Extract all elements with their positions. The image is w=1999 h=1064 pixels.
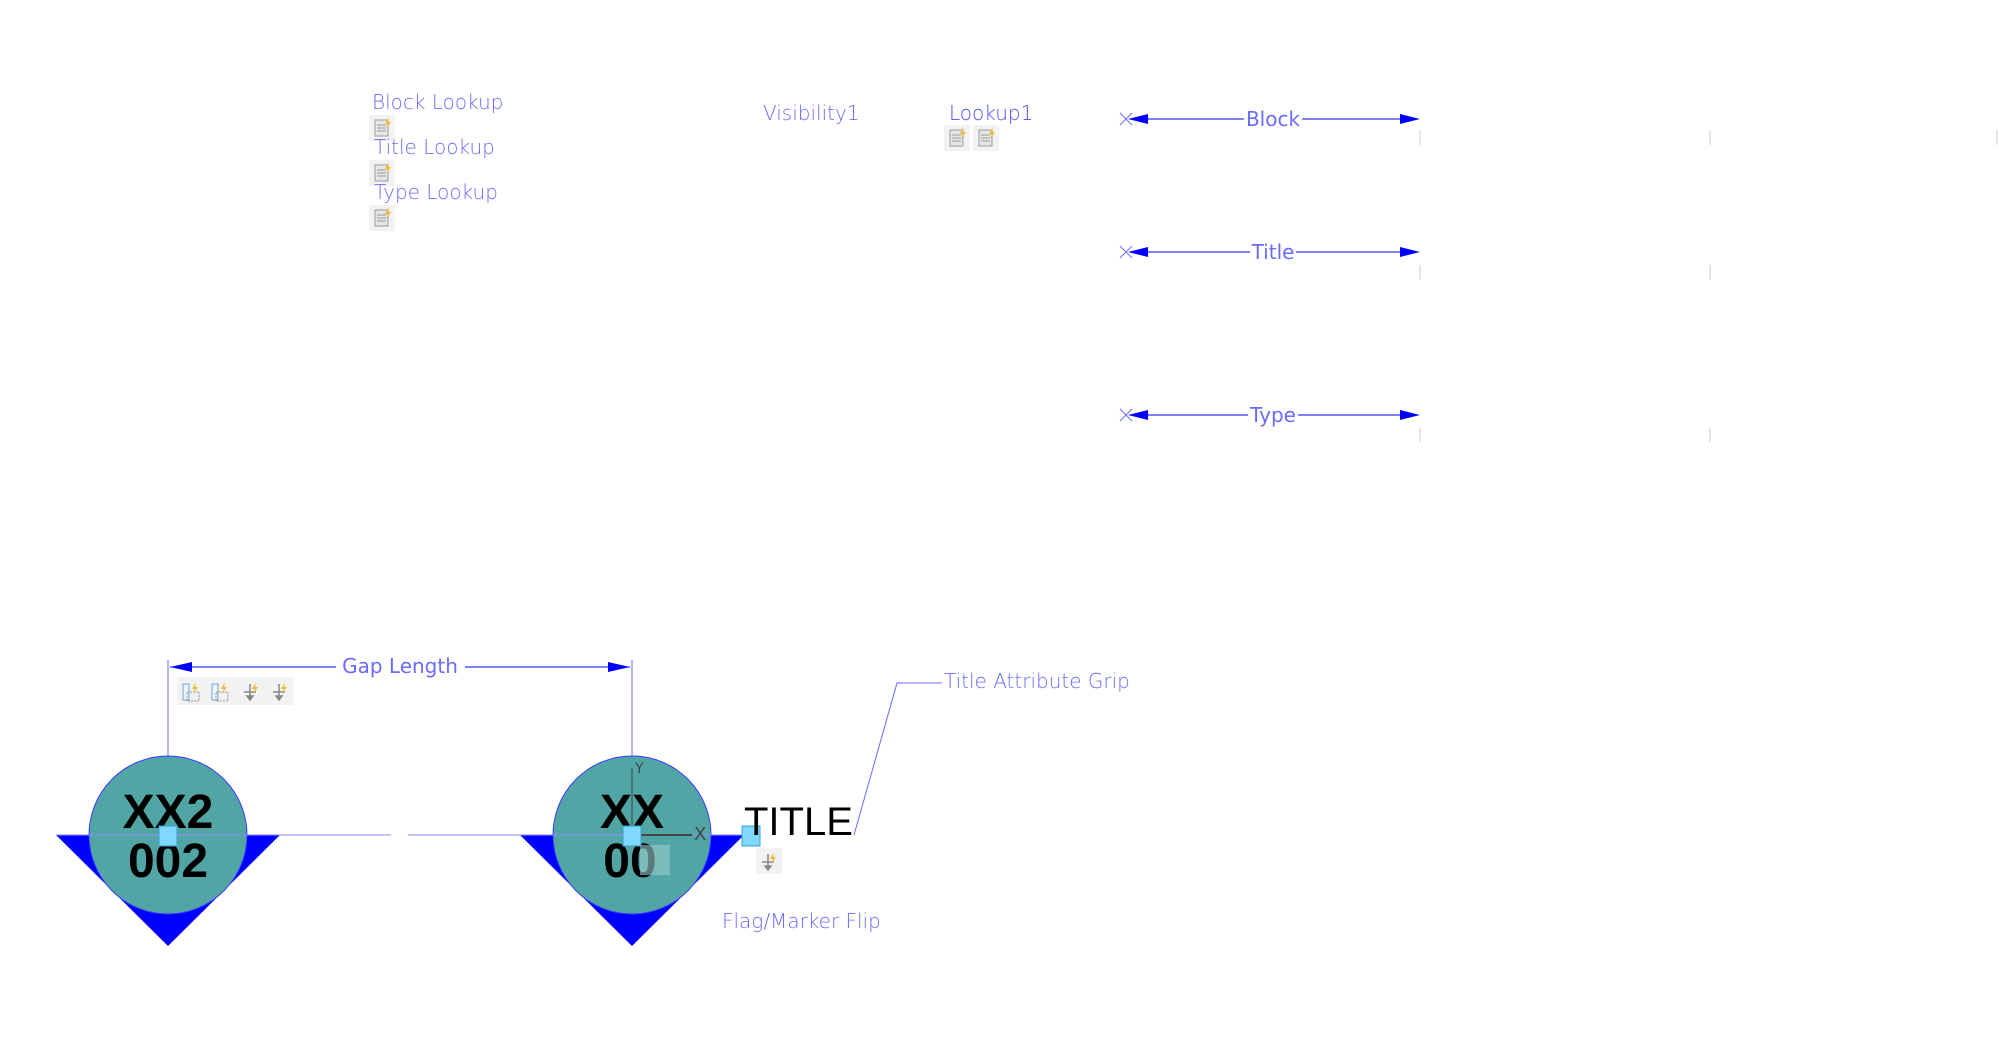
type-dimension[interactable]: Type: [1119, 403, 1420, 427]
marker-left[interactable]: XX2 002: [56, 755, 280, 946]
title-move-action[interactable]: [756, 848, 782, 874]
flag-marker-flip-label[interactable]: Flag/Marker Flip: [722, 909, 881, 933]
ucs-y-label: Y: [634, 761, 644, 777]
marker-grip[interactable]: [622, 825, 642, 847]
block-dimension-label: Block: [1246, 107, 1301, 131]
title-dimension-label: Title: [1251, 240, 1295, 264]
title-attribute-grip-label[interactable]: Title Attribute Grip: [944, 669, 1130, 693]
title-dimension[interactable]: Title: [1119, 240, 1420, 264]
ucs-x-label: X: [694, 824, 706, 845]
lookup-action-icon[interactable]: [972, 124, 1000, 152]
lookup-action-icon[interactable]: [943, 124, 971, 152]
visibility-parameter[interactable]: Visibility1: [763, 101, 860, 125]
block-lookup-parameter[interactable]: Block Lookup: [368, 90, 503, 142]
title-attribute-grip[interactable]: [741, 825, 761, 847]
title-attribute[interactable]: TITLE: [744, 800, 853, 844]
flip-action-icon[interactable]: [640, 845, 670, 875]
lookup1-parameter[interactable]: Lookup1: [943, 101, 1033, 152]
gap-length-label: Gap Length: [342, 654, 458, 678]
lookup-tick-marks: [1419, 130, 1998, 442]
title-lookup-label: Title Lookup: [374, 135, 495, 159]
ucs-icon: Y X: [631, 761, 706, 845]
type-lookup-parameter[interactable]: Type Lookup: [368, 180, 498, 232]
lookup1-label: Lookup1: [949, 101, 1033, 125]
title-grip-leader: [853, 682, 942, 836]
block-dimension[interactable]: Block: [1119, 107, 1420, 131]
title-lookup-parameter[interactable]: Title Lookup: [368, 135, 495, 187]
base-point-grip[interactable]: [158, 825, 178, 847]
type-dimension-label: Type: [1249, 403, 1296, 427]
marker-right[interactable]: XX 00: [520, 755, 744, 946]
gap-length-action-bar[interactable]: [177, 677, 293, 705]
lookup-action-icon[interactable]: [368, 204, 396, 232]
block-lookup-label: Block Lookup: [372, 90, 503, 114]
type-lookup-label: Type Lookup: [374, 180, 498, 204]
